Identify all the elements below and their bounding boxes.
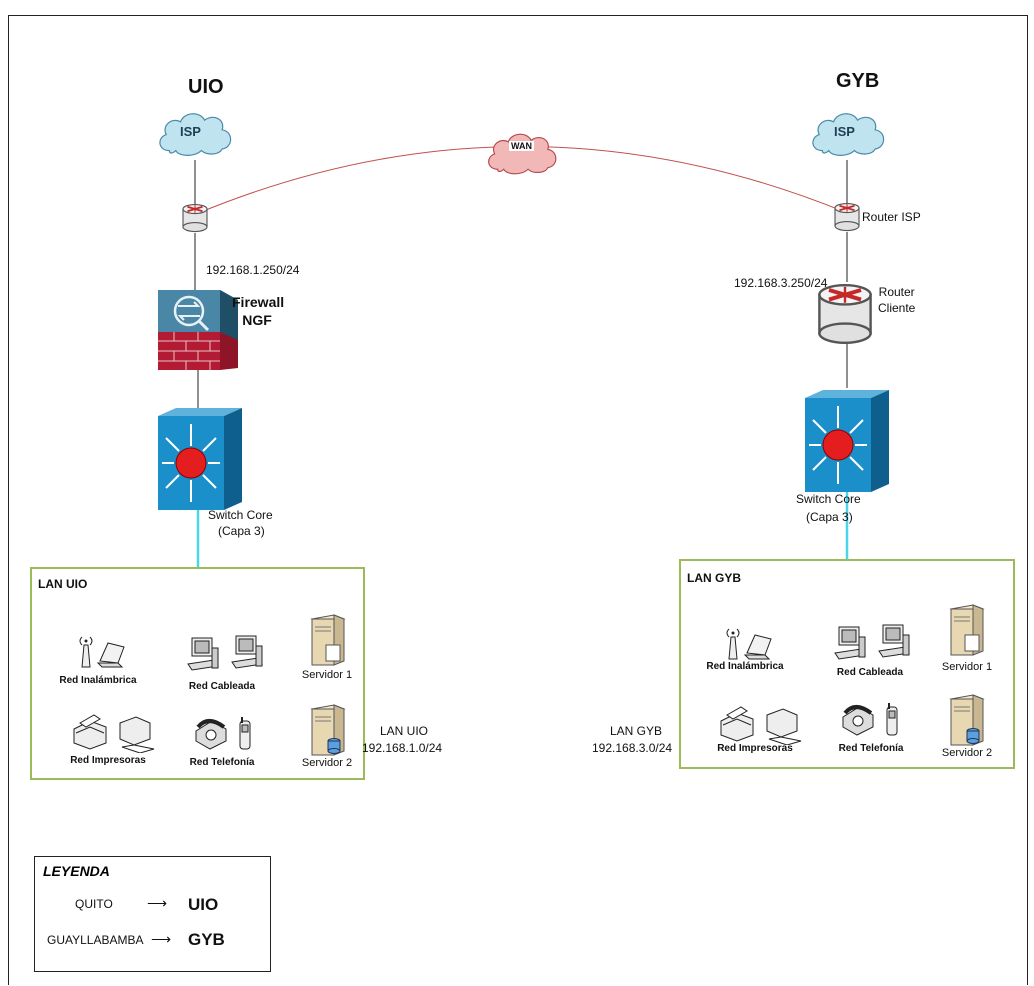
legend-box: LEYENDA QUITO ⟶ UIO GUAYLLABAMBA ⟶ GYB	[34, 856, 271, 972]
gyb-wireless-icon	[726, 628, 772, 660]
uio-phones-icon	[195, 717, 251, 750]
gyb-router-isp-label: Router ISP	[862, 210, 921, 224]
gyb-router-client-line2: Cliente	[878, 301, 916, 315]
gyb-lan-title: LAN GYB	[687, 571, 741, 585]
gyb-isp-label: ISP	[834, 124, 855, 139]
uio-lan-box: LAN UIO Red Inalámbrica Red Cableada	[30, 567, 365, 780]
legend-key-guayllabamba: GUAYLLABAMBA	[47, 933, 144, 947]
uio-lan-title: LAN UIO	[38, 577, 88, 591]
uio-switch-label: Switch Core	[208, 508, 273, 522]
uio-switch-core-icon	[158, 408, 242, 510]
uio-site-title: UIO	[188, 76, 224, 98]
uio-wireless-icon	[79, 636, 125, 668]
gyb-phones-label: Red Telefonía	[838, 743, 904, 754]
gyb-printers-label: Red Impresoras	[717, 743, 793, 754]
gyb-server1-label: Servidor 1	[941, 661, 993, 673]
legend-value-gyb: GYB	[188, 930, 225, 949]
gyb-wan-ip-label: 192.168.3.250/24	[734, 276, 828, 290]
uio-wan-ip-label: 192.168.1.250/24	[206, 263, 300, 277]
firewall-label: Firewall NGF	[232, 293, 285, 329]
gyb-phones-icon	[842, 703, 898, 736]
wan-label: WAN	[509, 141, 534, 151]
uio-server2-icon	[310, 704, 346, 756]
firewall-icon	[158, 290, 238, 370]
legend-value-uio: UIO	[188, 895, 219, 914]
legend-key-quito: QUITO	[75, 897, 113, 911]
gyb-server2-icon	[949, 694, 985, 746]
gyb-server1-icon	[949, 604, 985, 656]
uio-switch-sublabel: (Capa 3)	[218, 524, 265, 538]
gyb-switch-core-icon	[805, 390, 889, 492]
diagram-frame	[8, 15, 1028, 985]
uio-phones-label: Red Telefonía	[189, 757, 255, 768]
legend-arrow-2-icon: ⟶	[151, 931, 172, 947]
uio-wired-label: Red Cableada	[188, 681, 256, 692]
uio-isp-label: ISP	[180, 124, 201, 139]
uio-wired-icon	[187, 635, 263, 671]
uio-server1-label: Servidor 1	[301, 669, 353, 681]
gyb-printers-icon	[720, 706, 802, 745]
gyb-site-title: GYB	[836, 70, 880, 92]
gyb-wired-icon	[834, 624, 910, 660]
legend-arrow-1-icon: ⟶	[147, 895, 168, 911]
gyb-router-isp-icon	[834, 202, 860, 232]
uio-server1-icon	[310, 614, 346, 666]
gyb-switch-sublabel: (Capa 3)	[806, 510, 853, 524]
uio-lan-network: 192.168.1.0/24	[362, 741, 443, 755]
gyb-lan-network: 192.168.3.0/24	[592, 741, 673, 755]
gyb-router-client-icon	[819, 285, 870, 343]
gyb-switch-label: Switch Core	[796, 492, 861, 506]
uio-wireless-label: Red Inalámbrica	[59, 675, 137, 686]
gyb-server2-label: Servidor 2	[941, 747, 993, 759]
uio-printers-label: Red Impresoras	[70, 755, 146, 766]
firewall-label-line2: NGF	[242, 312, 272, 328]
uio-printers-icon	[73, 714, 155, 753]
uio-lan-name: LAN UIO	[380, 724, 429, 738]
uio-router-icon	[182, 203, 208, 233]
gyb-lan-name: LAN GYB	[610, 724, 663, 738]
uio-server2-label: Servidor 2	[301, 757, 353, 769]
gyb-wireless-label: Red Inalámbrica	[706, 661, 784, 672]
gyb-wired-label: Red Cableada	[836, 667, 904, 678]
gyb-lan-box: LAN GYB Red Inalámbrica Red Cableada	[679, 559, 1015, 769]
gyb-router-client-label: Router Cliente	[878, 284, 915, 316]
firewall-label-line1: Firewall	[232, 294, 285, 310]
legend-title: LEYENDA	[43, 863, 110, 879]
gyb-router-client-line1: Router	[878, 285, 915, 299]
